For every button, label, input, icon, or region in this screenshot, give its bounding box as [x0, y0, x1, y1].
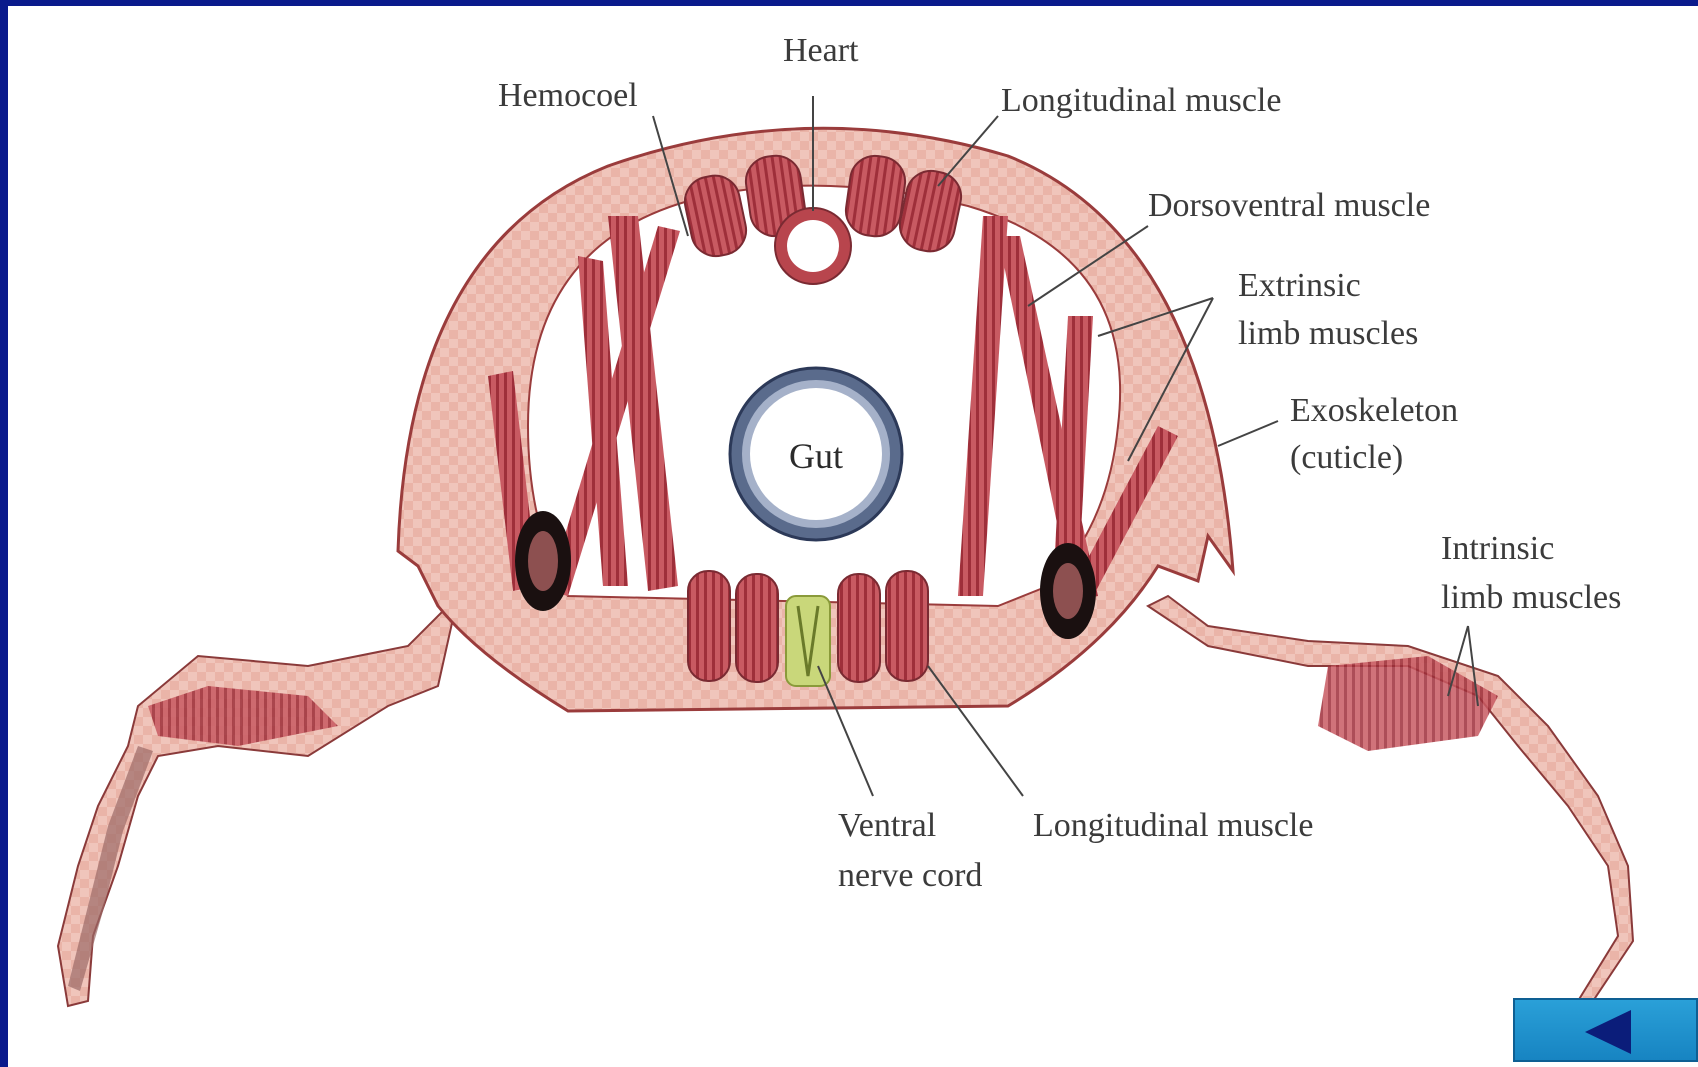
heart — [775, 208, 851, 284]
label-extrinsic-line2: limb muscles — [1238, 315, 1418, 352]
back-button[interactable] — [1513, 998, 1698, 1062]
label-ventral-line1: Ventral — [838, 807, 936, 844]
slide: Gut Heart Hemocoel Longitudinal muscle D… — [8, 6, 1698, 1067]
ventral-nerve-cord — [786, 596, 830, 686]
label-intrinsic-line1: Intrinsic — [1441, 530, 1554, 567]
gut: Gut — [730, 368, 902, 540]
left-triangle-icon — [1585, 1010, 1631, 1054]
label-ventral-line2: nerve cord — [838, 857, 982, 894]
right-limb — [1148, 596, 1633, 1001]
label-extrinsic-line1: Extrinsic — [1238, 267, 1361, 304]
label-hemocoel: Hemocoel — [498, 77, 638, 114]
label-longitudinal-muscle-bottom: Longitudinal muscle — [1033, 807, 1313, 844]
label-dorsoventral-muscle: Dorsoventral muscle — [1148, 187, 1430, 224]
label-intrinsic-line2: limb muscles — [1441, 579, 1621, 616]
label-gut: Gut — [789, 436, 843, 476]
label-exoskeleton-line2: (cuticle) — [1290, 439, 1403, 476]
label-heart: Heart — [783, 32, 859, 69]
label-longitudinal-muscle-top: Longitudinal muscle — [1001, 82, 1281, 119]
arthropod-cross-section-diagram: Gut Heart Hemocoel Longitudinal muscle D… — [8, 6, 1698, 1067]
label-exoskeleton-line1: Exoskeleton — [1290, 392, 1458, 429]
left-limb — [58, 596, 458, 1006]
